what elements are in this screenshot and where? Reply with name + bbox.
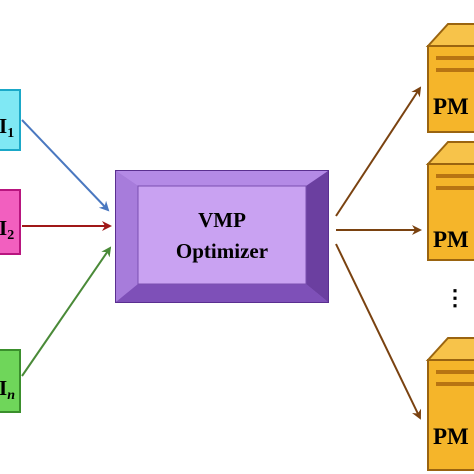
input-n-label: I (0, 376, 7, 400)
pm-2-label: PM (433, 227, 469, 252)
input-1-sub: 1 (7, 126, 14, 141)
arrow-output-3 (335, 243, 422, 420)
pm-server-n: PM (425, 337, 474, 471)
input-box-1: I1 (0, 89, 21, 151)
pm-server-2: PM (425, 141, 474, 261)
pm-server-1: PM (425, 23, 474, 133)
ellipsis: ⋮ (444, 285, 466, 310)
svg-text:In: In (0, 376, 15, 403)
svg-text:I1: I1 (0, 114, 14, 141)
vmp-optimizer-box: VMP Optimizer (115, 170, 329, 303)
optimizer-line2: Optimizer (176, 239, 268, 263)
input-n-sub: n (7, 388, 15, 403)
pm-n-label: PM (433, 424, 469, 449)
arrow-input-1 (21, 119, 110, 212)
pm-1-label: PM (433, 94, 469, 119)
input-box-n: In (0, 349, 21, 413)
input-2-label: I (0, 216, 7, 240)
arrow-input-n (21, 246, 112, 377)
optimizer-line1: VMP (198, 208, 246, 232)
input-2-sub: 2 (7, 228, 14, 243)
input-1-label: I (0, 114, 7, 138)
input-box-2: I2 (0, 189, 21, 255)
svg-text:I2: I2 (0, 216, 14, 243)
arrow-output-1 (335, 86, 422, 217)
